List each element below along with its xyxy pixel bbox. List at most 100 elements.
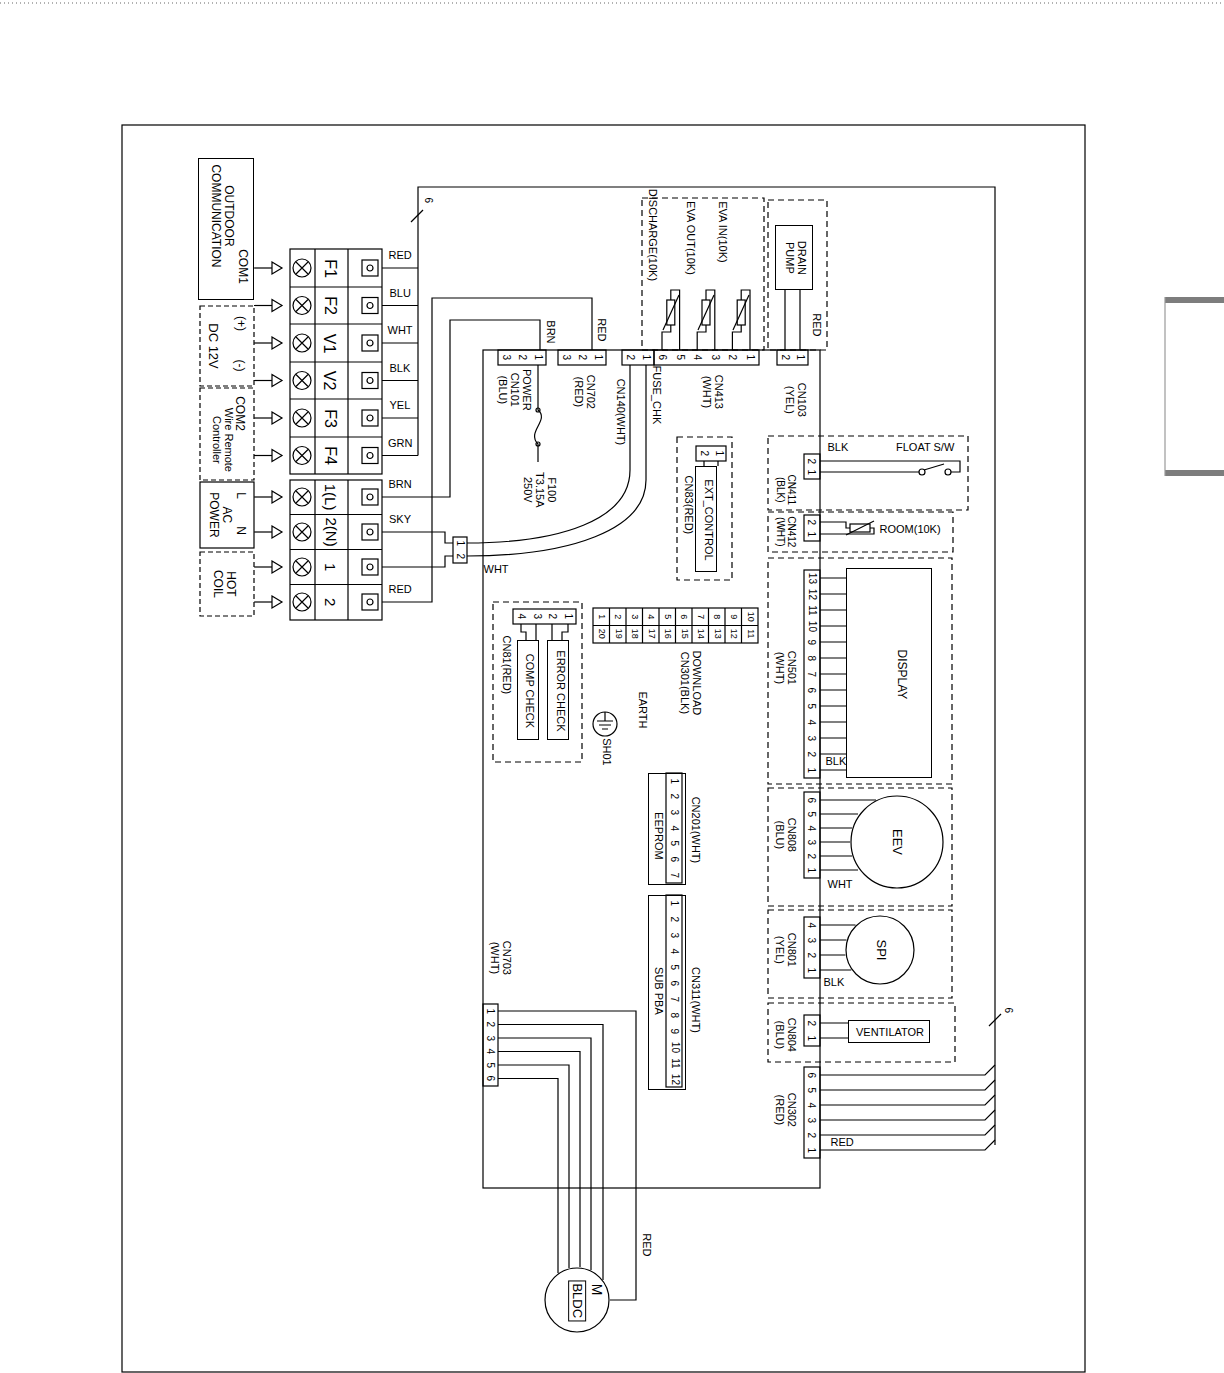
pin-number: 2 [805, 458, 816, 464]
wire [382, 532, 453, 543]
terminal-block [293, 372, 311, 390]
pin-number: 5 [668, 964, 679, 970]
pcb-board [666, 773, 682, 883]
earth-symbol [593, 712, 617, 736]
pcb-board [777, 350, 808, 365]
wire [846, 521, 874, 535]
pin-number: 1 [562, 613, 573, 619]
connector-label: CN413 (WHT) [700, 369, 724, 414]
pin-number: 1 [805, 867, 816, 873]
pin-number: 6 [668, 857, 679, 863]
terminal-block [362, 373, 378, 389]
pin-number: 4 [515, 613, 526, 619]
signal-label: 6 [422, 197, 433, 203]
pin-number: 1 [454, 540, 465, 546]
dashed-group [493, 198, 968, 1062]
component-label: ROOM(10K) [880, 524, 941, 536]
terminal-block [293, 297, 311, 315]
wire [521, 624, 568, 640]
pin-number: 16 [662, 629, 672, 639]
pin-number: 2 [484, 1022, 495, 1028]
terminal-block [293, 523, 311, 541]
pin-number: 6 [484, 1076, 495, 1082]
terminal-label: V1 [321, 333, 338, 353]
pin-number: 1 [592, 354, 603, 360]
terminal-label: V2 [321, 371, 338, 391]
component-label: M [589, 1283, 604, 1295]
pin-number: 1 [484, 1008, 495, 1014]
pin-number: 2 [547, 613, 558, 619]
terminal-block [293, 558, 311, 576]
connector-label: CN808 (BLU) [773, 812, 797, 857]
circle-outline [846, 916, 914, 984]
pin-number: 2 [454, 553, 465, 559]
pin-number: 2 [779, 354, 790, 360]
pin-number: 2 [576, 354, 587, 360]
component-label: EEV [890, 829, 904, 855]
pin-number: 12 [806, 588, 817, 599]
pcb-board [696, 446, 726, 461]
pin-number: 3 [500, 354, 511, 360]
connector-label: CN411 (BLK) [774, 472, 796, 508]
terminal-block [362, 524, 378, 540]
pin-number: 11 [669, 1058, 680, 1068]
pin-number: 11 [745, 629, 755, 638]
pin-number: 5 [668, 841, 679, 847]
component-label: DISPLAY [895, 649, 908, 699]
pin-number: 1 [805, 967, 816, 973]
wire [820, 1023, 848, 1038]
terminal-block [254, 450, 282, 462]
wire [924, 464, 944, 470]
wire [697, 290, 715, 350]
terminal-block [254, 596, 282, 608]
pin-number: 1 [805, 531, 816, 537]
connector-label: CN311(WHT) [689, 967, 701, 1033]
wire-color: BRN [543, 320, 555, 343]
pin-number: 6 [656, 354, 667, 360]
wire [382, 556, 453, 567]
component-circle: MBLDC [544, 1267, 610, 1333]
terminal-label: 1(L) [322, 484, 338, 511]
signal-label: Wire Remote Controller [210, 405, 234, 475]
page-frame [0, 3, 1224, 1372]
pin-number: 9 [728, 614, 738, 619]
pin-number: 12 [669, 1073, 680, 1084]
pin-number: 4 [805, 825, 816, 831]
wire [820, 461, 960, 472]
signal-label: FUSE_CHK [650, 366, 662, 425]
pin-number: 3 [668, 810, 679, 816]
terminal-block [362, 448, 378, 464]
pcb-board [483, 1004, 498, 1086]
pin-number: 2 [668, 794, 679, 800]
pin-number: 1 [596, 614, 606, 619]
pin-number: 3 [805, 735, 816, 741]
component-circle: SPI [845, 915, 915, 985]
wire [382, 320, 540, 497]
wire-color: RED [831, 1137, 854, 1149]
terminal-block [293, 593, 311, 611]
pcb-board [804, 917, 820, 978]
pin-number: 3 [484, 1035, 495, 1041]
pcb-board [804, 570, 820, 778]
dashed-group [768, 558, 952, 784]
page-frame [1165, 297, 1224, 303]
pcb-board [804, 1067, 820, 1158]
component-box: ERROR CHECK [547, 640, 569, 740]
wire [536, 408, 540, 412]
pin-number: 2 [668, 916, 679, 922]
pin-number: 1 [668, 778, 679, 784]
pin-number: 6 [805, 1072, 816, 1078]
terminal-block [293, 409, 311, 427]
pin-number: 13 [712, 629, 722, 639]
wire-color: WHT [388, 325, 413, 337]
pin-number: 19 [613, 629, 623, 639]
component-box: OUTDOOR COMMUNICATIONCOM1 [198, 158, 254, 300]
source-bracket [200, 388, 254, 480]
wire [467, 365, 646, 556]
page-frame [1165, 470, 1224, 476]
pin-number: 10 [806, 620, 817, 631]
pin-number: 4 [668, 948, 679, 954]
connector-label: POWER CN101 (BLU) [496, 367, 532, 412]
pin-number: 1 [805, 1035, 816, 1041]
pin-number: 12 [728, 629, 738, 639]
